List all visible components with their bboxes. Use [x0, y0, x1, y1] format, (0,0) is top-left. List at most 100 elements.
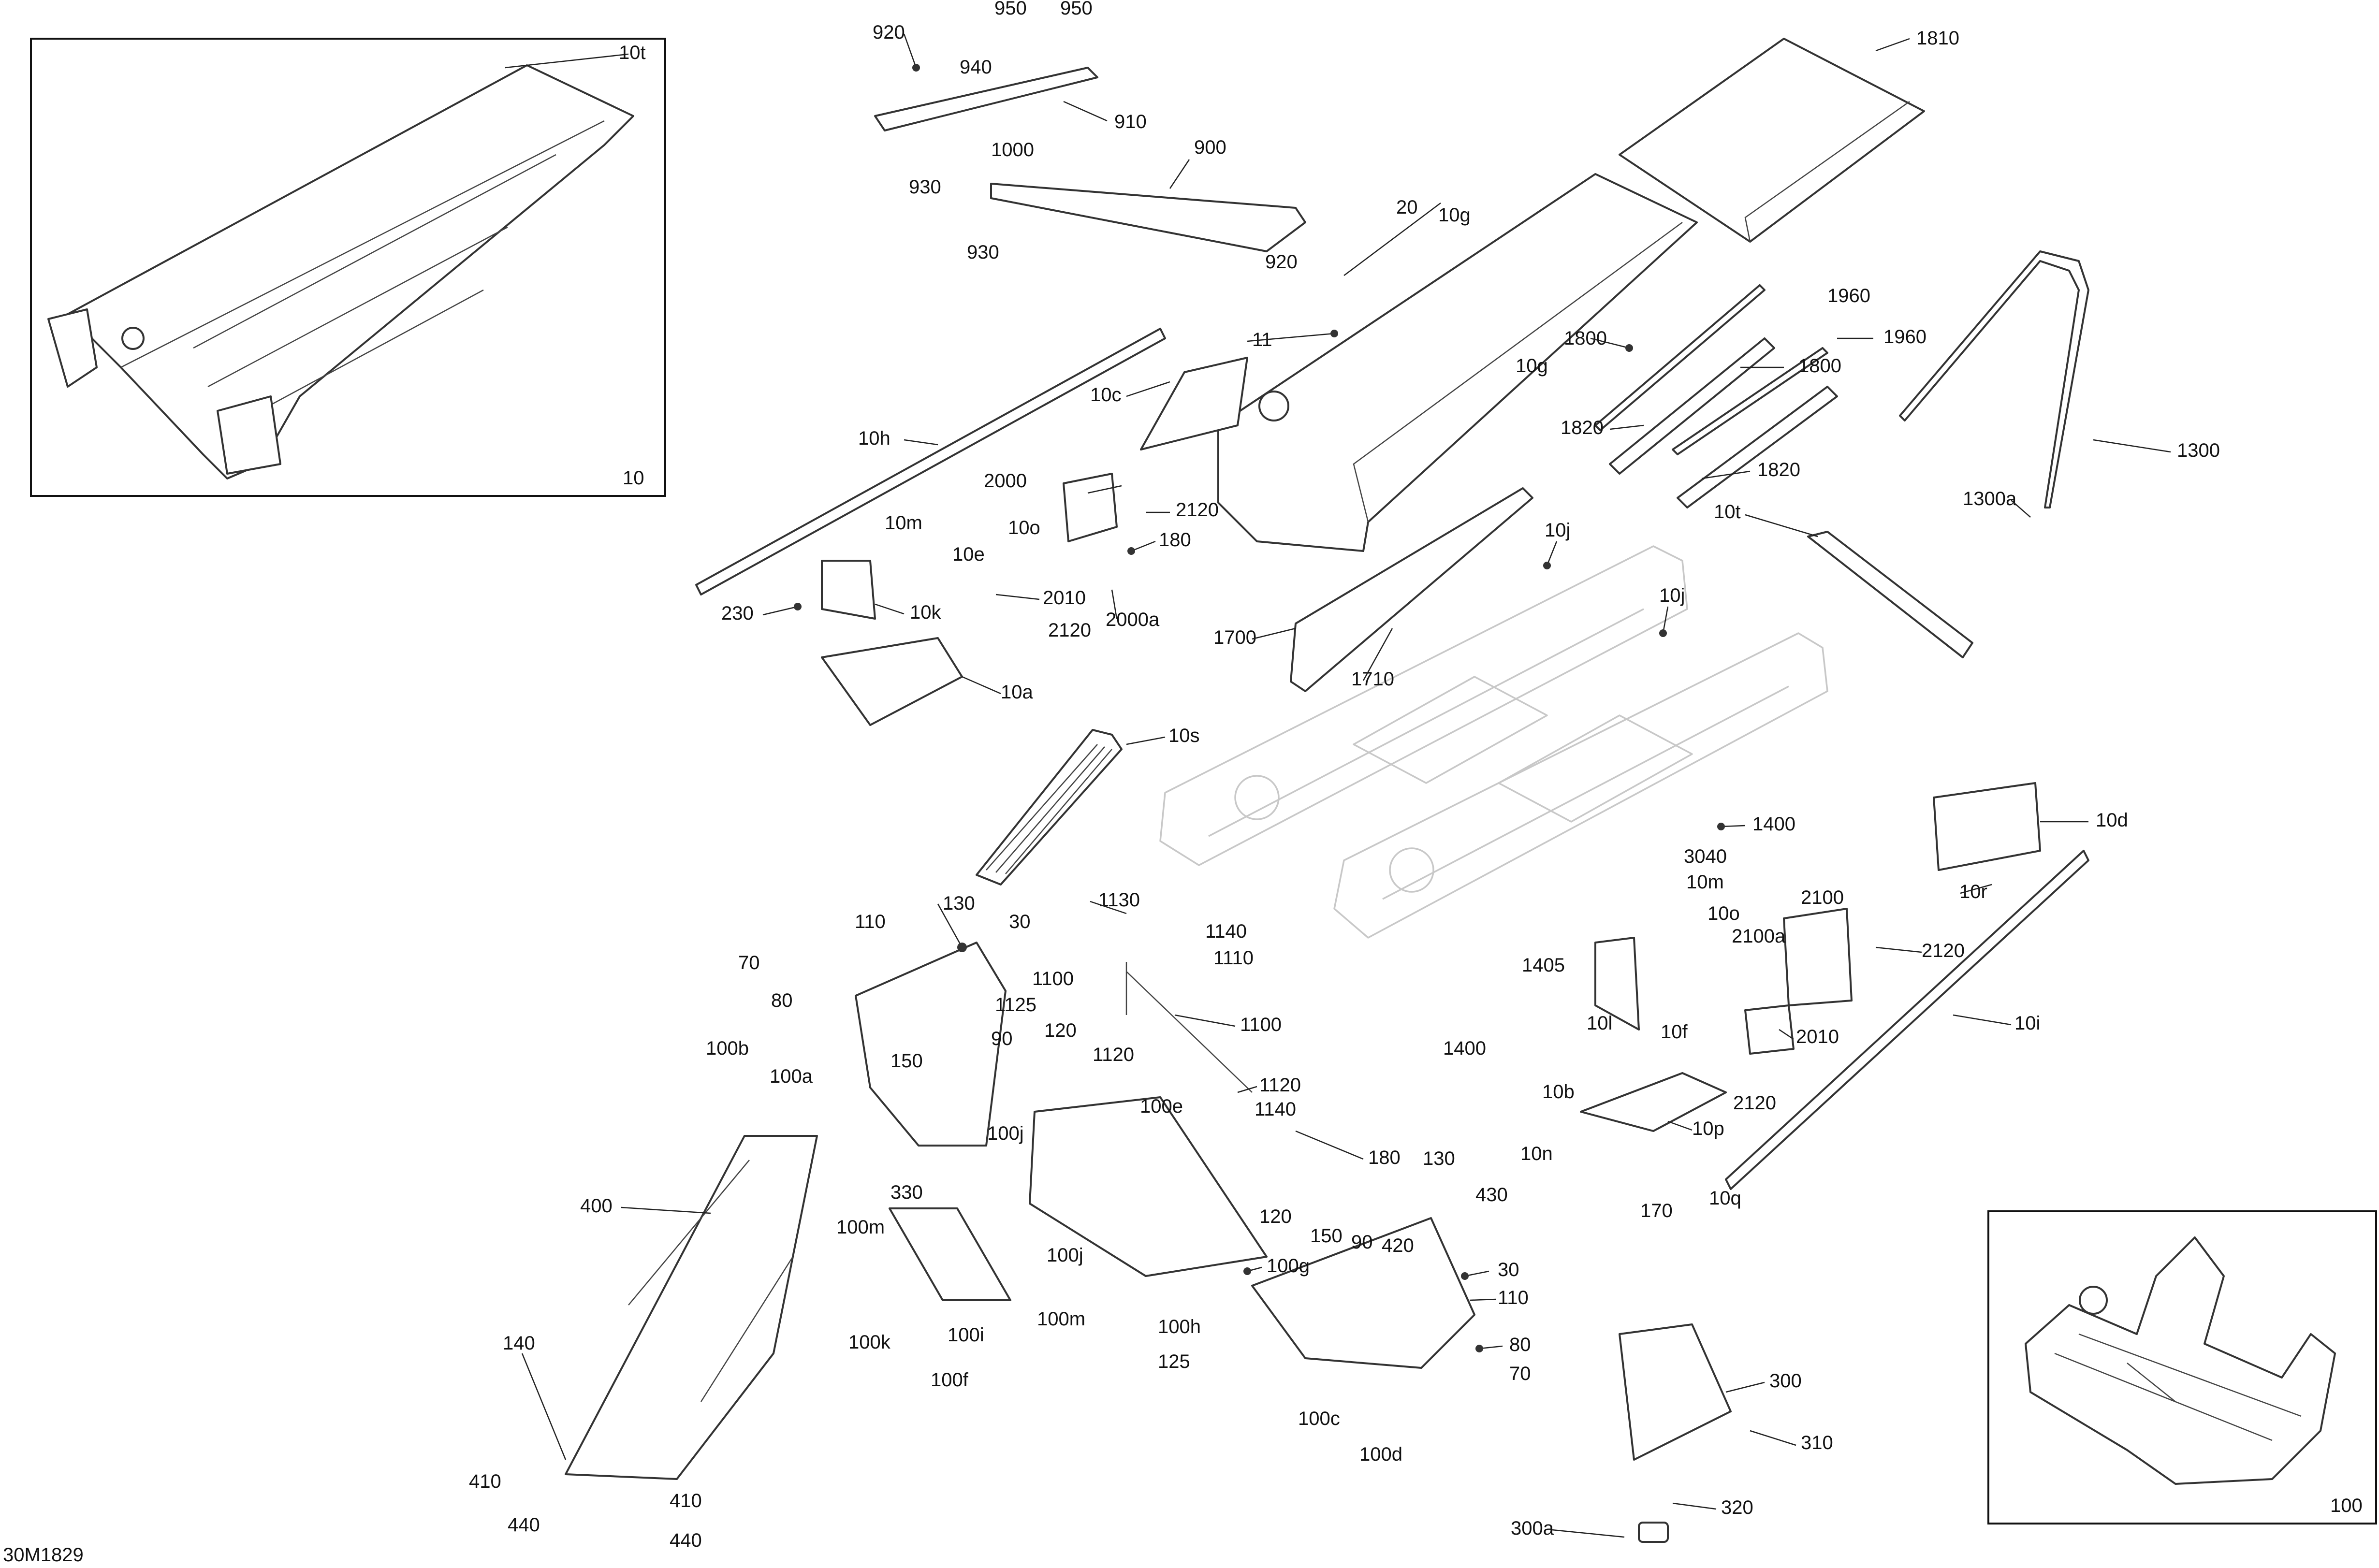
callout-20: 20 [1396, 197, 1418, 218]
callout-920: 920 [873, 22, 905, 43]
callout-110: 110 [855, 911, 886, 932]
callout-100c: 100c [1298, 1408, 1340, 1429]
callout-30: 30 [1009, 911, 1031, 932]
callout-330: 330 [890, 1182, 923, 1203]
side-rails [695, 328, 2089, 1190]
callout-900: 900 [1194, 137, 1226, 158]
callout-140: 140 [503, 1333, 535, 1354]
callout-10c: 10c [1090, 384, 1122, 406]
callout-1400: 1400 [1752, 813, 1795, 835]
callout-100f: 100f [931, 1369, 969, 1391]
callout-70: 70 [1509, 1363, 1531, 1384]
callout-2120: 2120 [1922, 940, 1965, 961]
callout-100d: 100d [1359, 1444, 1402, 1465]
callout-100h: 100h [1158, 1316, 1201, 1337]
callout-410: 410 [670, 1490, 702, 1511]
callout-2120: 2120 [1048, 620, 1091, 641]
callout-10h: 10h [858, 428, 890, 449]
callout-310: 310 [1801, 1432, 1833, 1453]
callout-1120: 1120 [1259, 1074, 1301, 1096]
callout-10g: 10g [1438, 204, 1471, 226]
callout-1140: 1140 [1205, 921, 1247, 942]
callout-1300a: 1300a [1963, 488, 2017, 509]
callout-1810: 1810 [1916, 28, 1959, 49]
callout-420: 420 [1382, 1235, 1414, 1256]
callout-440: 440 [508, 1514, 540, 1536]
callout-1820: 1820 [1757, 459, 1800, 480]
callout-120: 120 [1259, 1206, 1292, 1227]
callout-90: 90 [991, 1028, 1013, 1049]
callout-150: 150 [890, 1050, 923, 1072]
callout-10o: 10o [1708, 903, 1740, 924]
callout-10j: 10j [1545, 520, 1570, 541]
callout-3040: 3040 [1684, 846, 1727, 867]
callout-930: 930 [967, 242, 999, 263]
inset-left-callout: 10t [619, 42, 646, 63]
callout-1110: 1110 [1213, 947, 1254, 969]
tunnel-top-panel [1217, 173, 1698, 552]
callout-910: 910 [1114, 111, 1147, 132]
callout-1125: 1125 [995, 994, 1036, 1016]
callout-1960: 1960 [1827, 285, 1870, 306]
callout-2010: 2010 [1796, 1026, 1839, 1047]
callout-300: 300 [1769, 1370, 1802, 1392]
callout-10g: 10g [1516, 355, 1548, 377]
callout-180: 180 [1159, 529, 1191, 551]
callout-2100: 2100 [1801, 887, 1844, 908]
callout-1130: 1130 [1098, 889, 1140, 911]
callout-10q: 10q [1709, 1188, 1741, 1209]
callout-130: 130 [943, 893, 975, 914]
callout-10d: 10d [2096, 810, 2128, 831]
callout-2120: 2120 [1733, 1092, 1776, 1114]
callout-950: 950 [1060, 0, 1093, 19]
callout-80: 80 [771, 990, 793, 1011]
tunnel-reinforcement-rails [1594, 284, 1838, 508]
callout-125: 125 [1158, 1351, 1190, 1372]
callout-100j: 100j [1047, 1245, 1083, 1266]
callout-10p: 10p [1692, 1118, 1724, 1139]
callout-10n: 10n [1520, 1143, 1553, 1164]
callout-110: 110 [1498, 1287, 1529, 1308]
callout-430: 430 [1475, 1184, 1508, 1205]
callout-100a: 100a [770, 1066, 813, 1087]
callout-150: 150 [1310, 1225, 1343, 1247]
heat-exchanger [976, 729, 1123, 886]
inset-left-label: 10 [623, 467, 644, 489]
front-frame-parts [565, 942, 1732, 1543]
fasteners [794, 64, 1725, 1352]
callout-70: 70 [738, 952, 760, 973]
callout-100k: 100k [848, 1332, 891, 1353]
callout-2100a: 2100a [1732, 926, 1786, 947]
callout-2120: 2120 [1176, 499, 1219, 521]
callout-1140: 1140 [1255, 1099, 1296, 1120]
callout-230: 230 [721, 603, 754, 624]
callout-1000: 1000 [991, 139, 1034, 160]
callout-1100: 1100 [1032, 968, 1074, 989]
callout-10l: 10l [1587, 1013, 1612, 1034]
tunnel-ghost-outline [1159, 545, 1828, 939]
callout-10o: 10o [1008, 517, 1040, 538]
callout-1405: 1405 [1522, 955, 1565, 976]
callout-1710: 1710 [1351, 668, 1394, 690]
callout-1960: 1960 [1883, 326, 1927, 348]
callouts: 920 950 950 940 910 1000 930 900 930 920… [3, 0, 2220, 1566]
callout-410: 410 [469, 1471, 501, 1492]
callout-1400: 1400 [1443, 1038, 1486, 1059]
callout-10m: 10m [885, 512, 922, 534]
callout-1700: 1700 [1213, 627, 1256, 648]
callout-180: 180 [1368, 1147, 1401, 1168]
inset-tunnel-assembly: 10t 10 [30, 38, 666, 497]
callout-400: 400 [580, 1195, 613, 1217]
callout-1300: 1300 [2177, 440, 2220, 461]
callout-10t: 10t [1714, 501, 1741, 523]
callout-10e: 10e [952, 544, 985, 565]
callout-10f: 10f [1661, 1021, 1688, 1043]
callout-100m: 100m [1037, 1308, 1085, 1330]
callout-1820: 1820 [1561, 417, 1604, 438]
callout-1800: 1800 [1798, 355, 1841, 377]
callout-100g: 100g [1267, 1255, 1310, 1277]
callout-2000: 2000 [984, 470, 1027, 492]
inset-right-label: 100 [2330, 1495, 2363, 1516]
callout-10k: 10k [910, 602, 941, 623]
